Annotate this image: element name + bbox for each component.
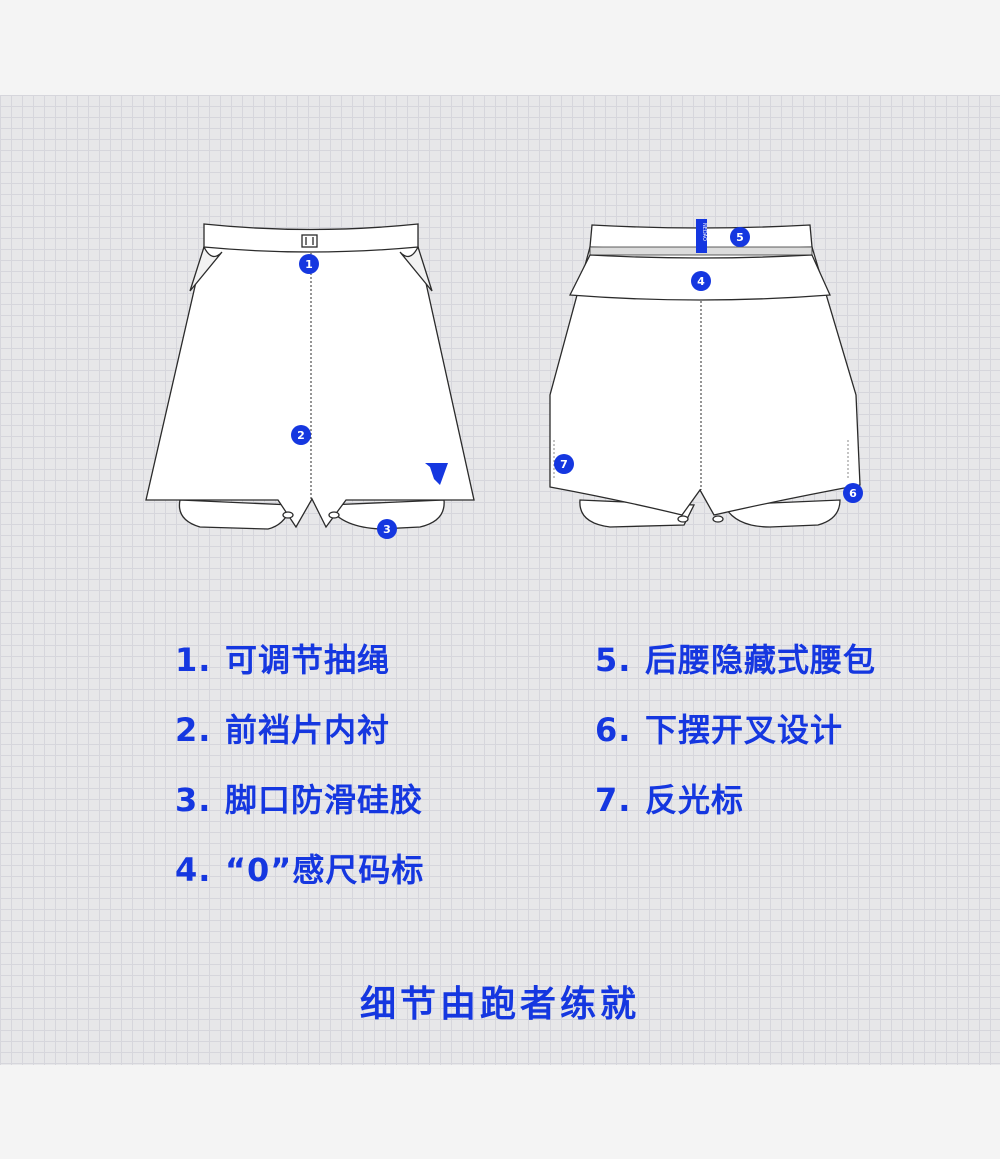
size-label-tab (696, 219, 707, 253)
tagline: 细节由跑者练就 (359, 984, 640, 1025)
svg-text:6: 6 (849, 487, 857, 500)
feature-list: 1.可调节抽绳 2.前裆片内衬 3.脚口防滑硅胶 4.“0”感尺码标 5.后腰隐… (0, 625, 1000, 955)
badge-4: 4 (691, 271, 711, 291)
back-shorts-view (549, 224, 861, 528)
grid-panel: NEDAO 1 2 3 4 5 6 7 (0, 95, 1000, 1065)
svg-text:4: 4 (697, 275, 705, 288)
brand-tag-text: NEDAO (701, 223, 707, 241)
badge-1: 1 (299, 254, 319, 274)
feature-item-1: 1.可调节抽绳 (175, 641, 391, 679)
badge-2: 2 (291, 425, 311, 445)
front-shorts-view (145, 223, 475, 530)
feature-item-5: 5.后腰隐藏式腰包 (595, 641, 877, 679)
svg-text:3: 3 (383, 523, 391, 536)
svg-text:2: 2 (297, 429, 305, 442)
brand-logo (425, 463, 448, 485)
svg-text:5: 5 (736, 231, 744, 244)
shorts-illustration: NEDAO 1 2 3 4 5 6 7 (145, 219, 863, 539)
badge-7: 7 (554, 454, 574, 474)
feature-item-3: 3.脚口防滑硅胶 (175, 781, 424, 819)
badge-6: 6 (843, 483, 863, 503)
badge-3: 3 (377, 519, 397, 539)
feature-item-2: 2.前裆片内衬 (175, 711, 391, 749)
badge-5: 5 (730, 227, 750, 247)
feature-item-4: 4.“0”感尺码标 (175, 851, 425, 889)
feature-item-7: 7.反光标 (595, 781, 745, 819)
feature-item-6: 6.下摆开叉设计 (595, 711, 844, 749)
svg-text:1: 1 (305, 258, 313, 271)
svg-text:7: 7 (560, 458, 568, 471)
